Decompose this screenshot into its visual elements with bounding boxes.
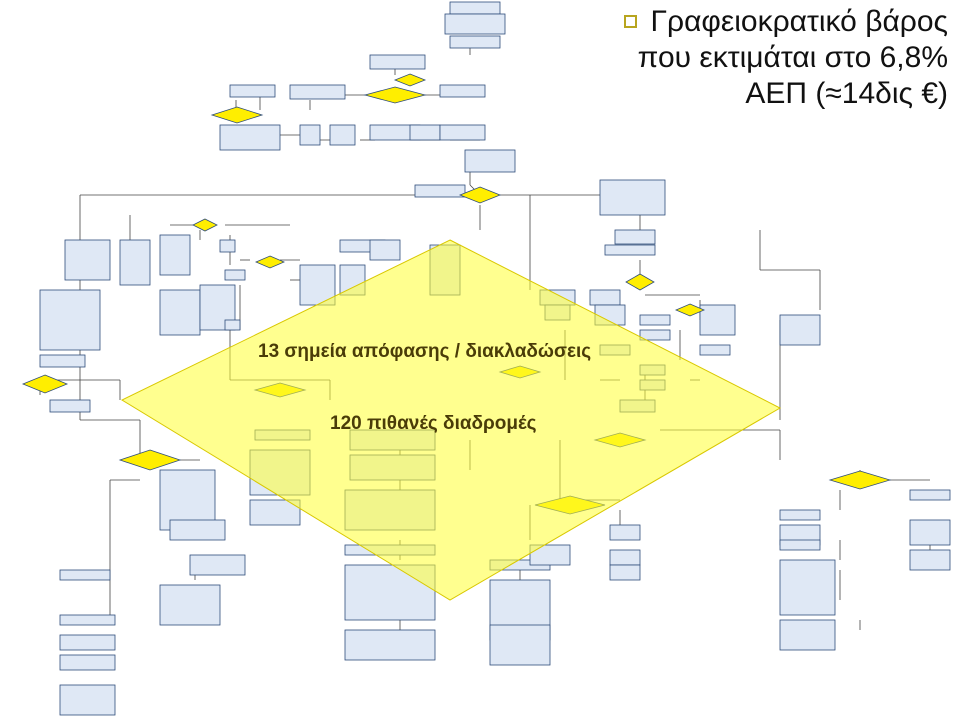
process-box [439,124,486,141]
process-box [464,149,516,173]
process-box [59,684,116,716]
decision-diamond [21,374,69,394]
process-box [699,344,731,356]
process-box [639,329,671,341]
decision-diamond [210,106,264,124]
headline-line-3: ΑΕΠ (≈14δις €) [745,77,948,110]
process-box [489,624,551,666]
process-box [329,124,356,146]
process-box [39,354,86,368]
process-box [409,124,441,141]
process-box [299,124,321,146]
process-box [344,629,436,661]
process-box [909,489,951,501]
decision-diamond [393,73,427,87]
process-box [299,264,336,306]
decision-diamond [458,186,502,204]
process-box [589,289,621,306]
process-box [779,619,836,651]
process-box [909,549,951,571]
process-box [224,319,241,331]
process-box [699,304,736,336]
process-box [64,239,111,281]
headline: Γραφειοκρατικό βάρος που εκτιμάται στο 6… [528,4,948,112]
process-box [219,124,281,151]
decision-points-label: 13 σημεία απόφασης / διακλαδώσεις [258,341,592,362]
process-box [614,229,656,245]
bullet-icon [623,15,637,28]
process-box [529,544,571,566]
process-box [414,184,466,198]
highlight-diamond [120,239,782,601]
process-box [159,289,201,336]
process-box [599,179,666,216]
process-box [909,519,951,546]
process-box [169,519,226,541]
headline-line-1: Γραφειοκρατικό βάρος [528,4,948,40]
process-box [369,54,426,70]
process-box [39,289,101,351]
process-box [229,84,276,98]
process-box [49,399,91,413]
process-box [159,584,221,626]
process-box [159,234,191,276]
process-box [119,239,151,286]
possible-paths-label: 120 πιθανές διαδρομές [330,413,537,434]
process-box [59,614,116,626]
decision-diamond [254,255,286,269]
process-box [779,539,821,551]
process-box [449,35,501,49]
process-box [369,239,401,261]
process-box [779,314,821,346]
process-box [59,654,116,671]
process-box [224,269,246,281]
process-box [189,554,246,576]
process-box [219,239,236,253]
process-box [609,524,641,541]
process-box [609,549,641,566]
process-box [609,564,641,581]
process-box [439,84,486,98]
decision-diamond [674,303,706,317]
process-box [779,559,836,616]
headline-text-1: Γραφειοκρατικό βάρος [650,5,949,38]
process-box [289,84,346,100]
decision-diamond [192,218,218,232]
process-box [604,244,656,256]
decision-diamond [625,273,655,291]
headline-line-2: που εκτιμάται στο 6,8% [637,41,948,74]
decision-diamond [828,470,892,490]
process-box [59,569,111,581]
process-box [249,499,301,526]
process-box [444,13,506,35]
decision-diamond [363,86,427,104]
process-box [639,314,671,326]
decision-diamond [118,449,182,471]
process-box [59,634,116,651]
process-box [779,509,821,521]
process-box [449,1,501,15]
